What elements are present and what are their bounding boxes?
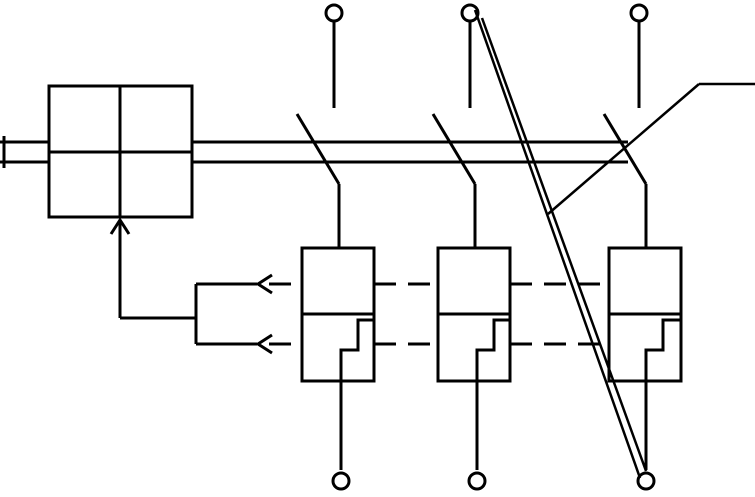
diagonal-link <box>475 10 646 478</box>
switch-contact-2 <box>433 114 475 184</box>
trip-unit <box>49 86 192 217</box>
terminal-bottom-2 <box>469 473 485 489</box>
shaft-stub <box>0 136 49 168</box>
switch-contact-1 <box>297 114 339 184</box>
pole-3 <box>604 5 681 489</box>
feedback-bracket <box>111 220 235 344</box>
terminal-top-1 <box>326 5 342 21</box>
terminal-bottom-1 <box>333 473 349 489</box>
leader-line <box>548 84 755 214</box>
terminal-top-3 <box>631 5 647 21</box>
pole-1 <box>297 5 374 489</box>
operating-shaft <box>192 142 628 162</box>
